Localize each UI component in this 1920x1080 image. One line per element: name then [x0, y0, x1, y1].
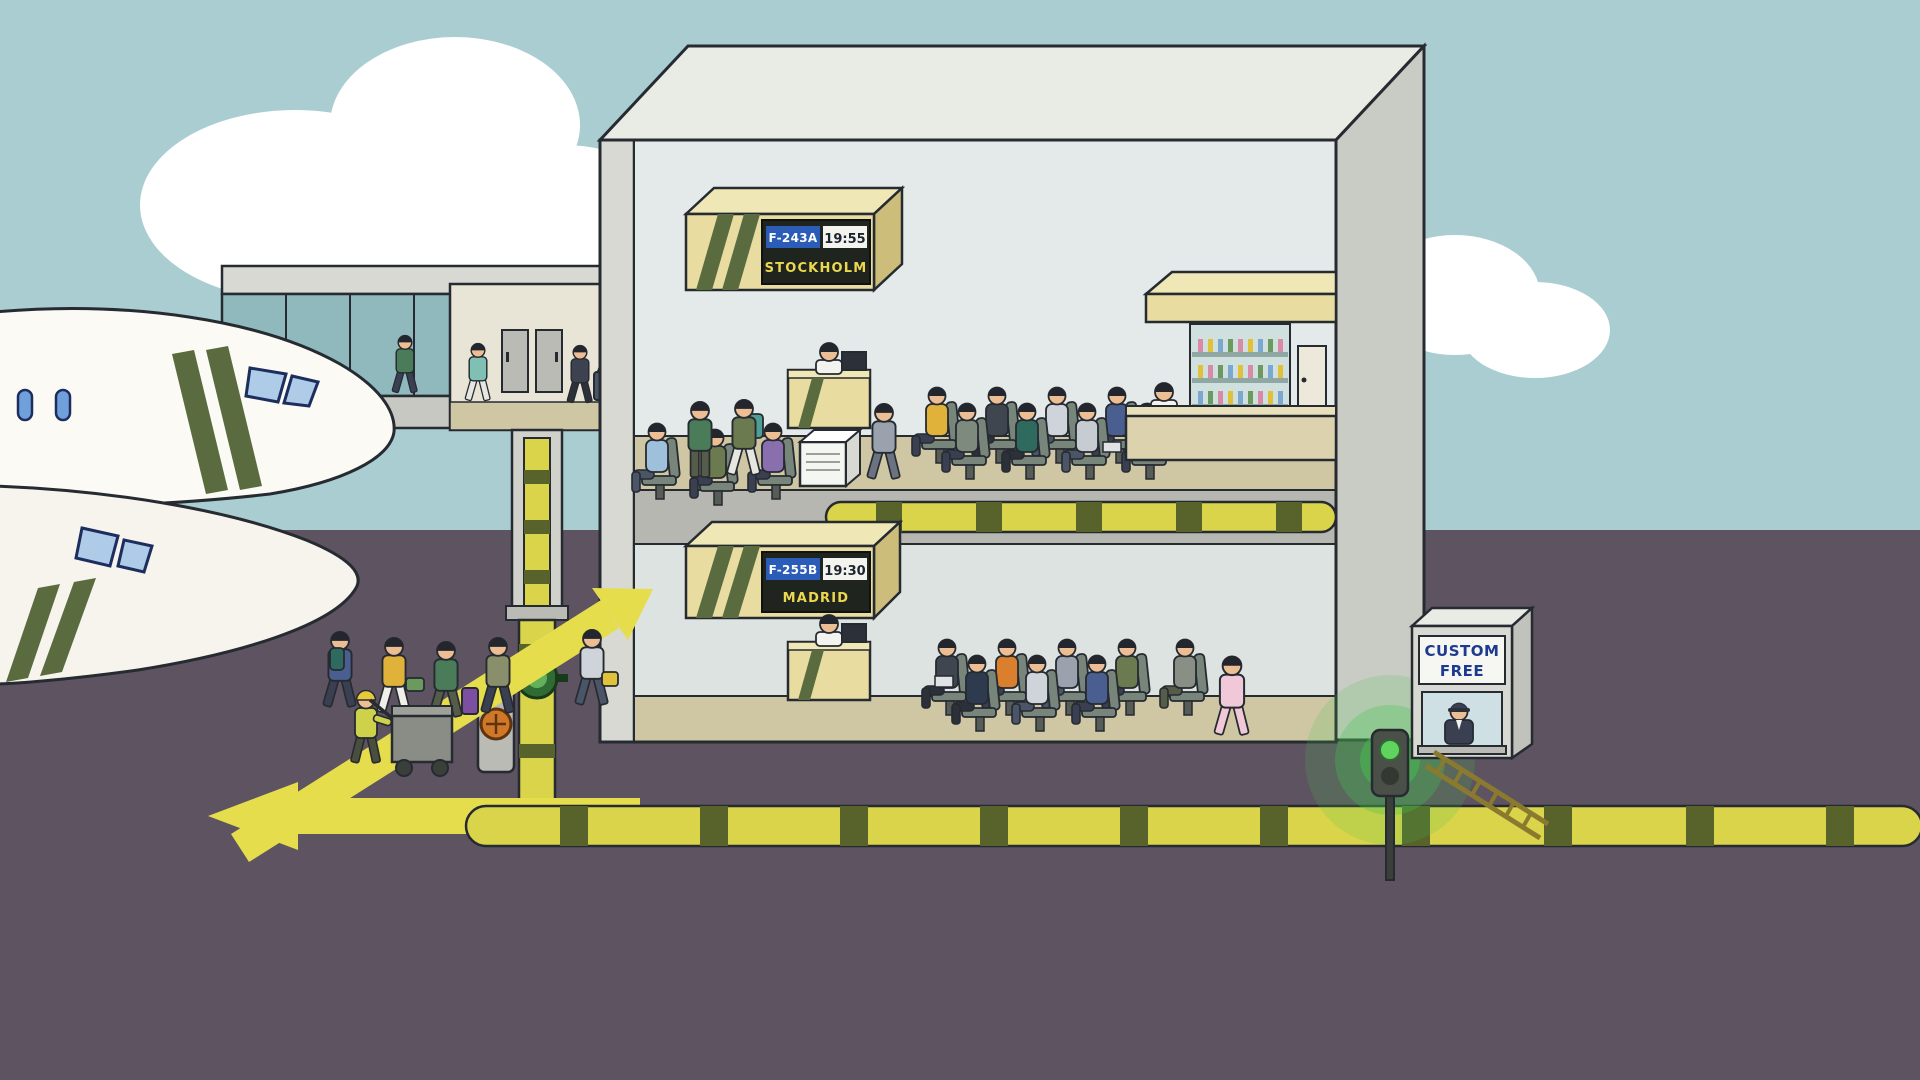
ladder	[1424, 749, 1550, 841]
cockpit-window	[244, 366, 288, 404]
livery-stripe	[6, 584, 60, 682]
cabin-window	[54, 388, 72, 422]
cloud-left	[140, 37, 670, 327]
backpack	[329, 647, 345, 671]
livery-stripe	[40, 578, 96, 676]
upper-lounge	[631, 270, 1338, 506]
gate-time-upper: 19:55	[824, 232, 865, 247]
bar-counter	[1124, 414, 1338, 462]
laptop	[1102, 441, 1122, 453]
customs-officer	[1444, 702, 1474, 745]
left-wall	[598, 138, 636, 744]
time-badge-upper	[823, 226, 867, 248]
cabin-window	[16, 388, 34, 422]
bottles	[1198, 339, 1283, 404]
roof	[596, 44, 1428, 142]
flight-badge-upper	[766, 226, 820, 248]
cockpit-window	[282, 374, 321, 408]
vestibule-door	[501, 329, 529, 393]
booth-sign-line1: CUSTOM	[1425, 642, 1500, 660]
green-light	[1379, 739, 1401, 761]
cafe-bar	[1124, 270, 1338, 462]
laptop	[934, 675, 954, 688]
bar-canopy	[1144, 292, 1338, 324]
gate-time-lower: 19:30	[824, 564, 865, 579]
off-light	[1381, 767, 1399, 785]
vestibule-door	[535, 329, 563, 393]
terminal-building: F-243A 19:55 STOCKHOLM	[596, 42, 1428, 744]
luggage-cart	[368, 698, 454, 777]
desk-monitor	[841, 623, 867, 643]
gate-sign-lower: F-255B 19:30 MADRID	[682, 519, 904, 622]
airplane	[0, 307, 396, 686]
suitcase	[461, 687, 479, 715]
hand-bag	[405, 677, 425, 692]
gate-flight-upper: F-243A	[769, 231, 818, 245]
signal-pole	[1385, 795, 1395, 881]
ground-pipe	[464, 804, 1920, 848]
booth-sign-line2: FREE	[1440, 662, 1484, 680]
booth-sign	[1418, 635, 1506, 685]
gate-flight-lower: F-255B	[769, 563, 818, 577]
livery-stripe	[206, 346, 262, 490]
floor-unit	[798, 440, 848, 488]
hand-bag	[601, 671, 619, 687]
jet-bridge	[220, 264, 616, 432]
tarmac-passengers	[321, 629, 619, 777]
gate-city-lower: MADRID	[783, 591, 850, 606]
cockpit-window	[116, 538, 154, 574]
gate-sign-upper: F-243A 19:55 STOCKHOLM	[682, 185, 906, 293]
lower-lounge	[786, 614, 1250, 737]
flight-badge-lower	[766, 558, 820, 580]
cockpit-window	[74, 526, 120, 568]
customs-booth: CUSTOM FREE	[1408, 605, 1536, 761]
gate-city-upper: STOCKHOLM	[765, 261, 868, 276]
time-badge-lower	[823, 558, 867, 580]
hard-hat	[355, 689, 377, 701]
desk-monitor	[841, 351, 867, 371]
livery-stripe	[172, 350, 228, 494]
bridge-column	[476, 428, 569, 822]
booth-sill	[1417, 745, 1507, 755]
